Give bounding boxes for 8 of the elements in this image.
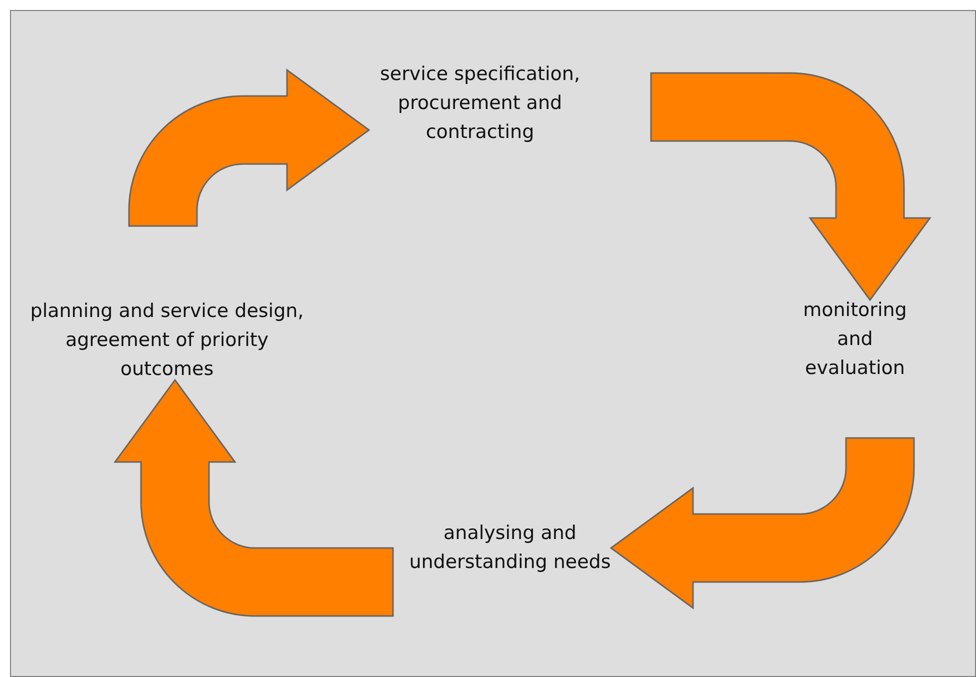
stage-label: analysing and understanding needs: [405, 519, 615, 606]
curved-arrow: [610, 437, 915, 609]
stage-label: service specification, procurement and contracting: [365, 60, 595, 147]
stage-label: planning and service design, agreement of priority outcomes: [22, 297, 312, 384]
stage-label: monitoring and evaluation: [795, 296, 915, 383]
curved-arrow: [650, 72, 931, 301]
curved-arrow: [128, 69, 370, 227]
curved-arrow: [114, 379, 394, 617]
